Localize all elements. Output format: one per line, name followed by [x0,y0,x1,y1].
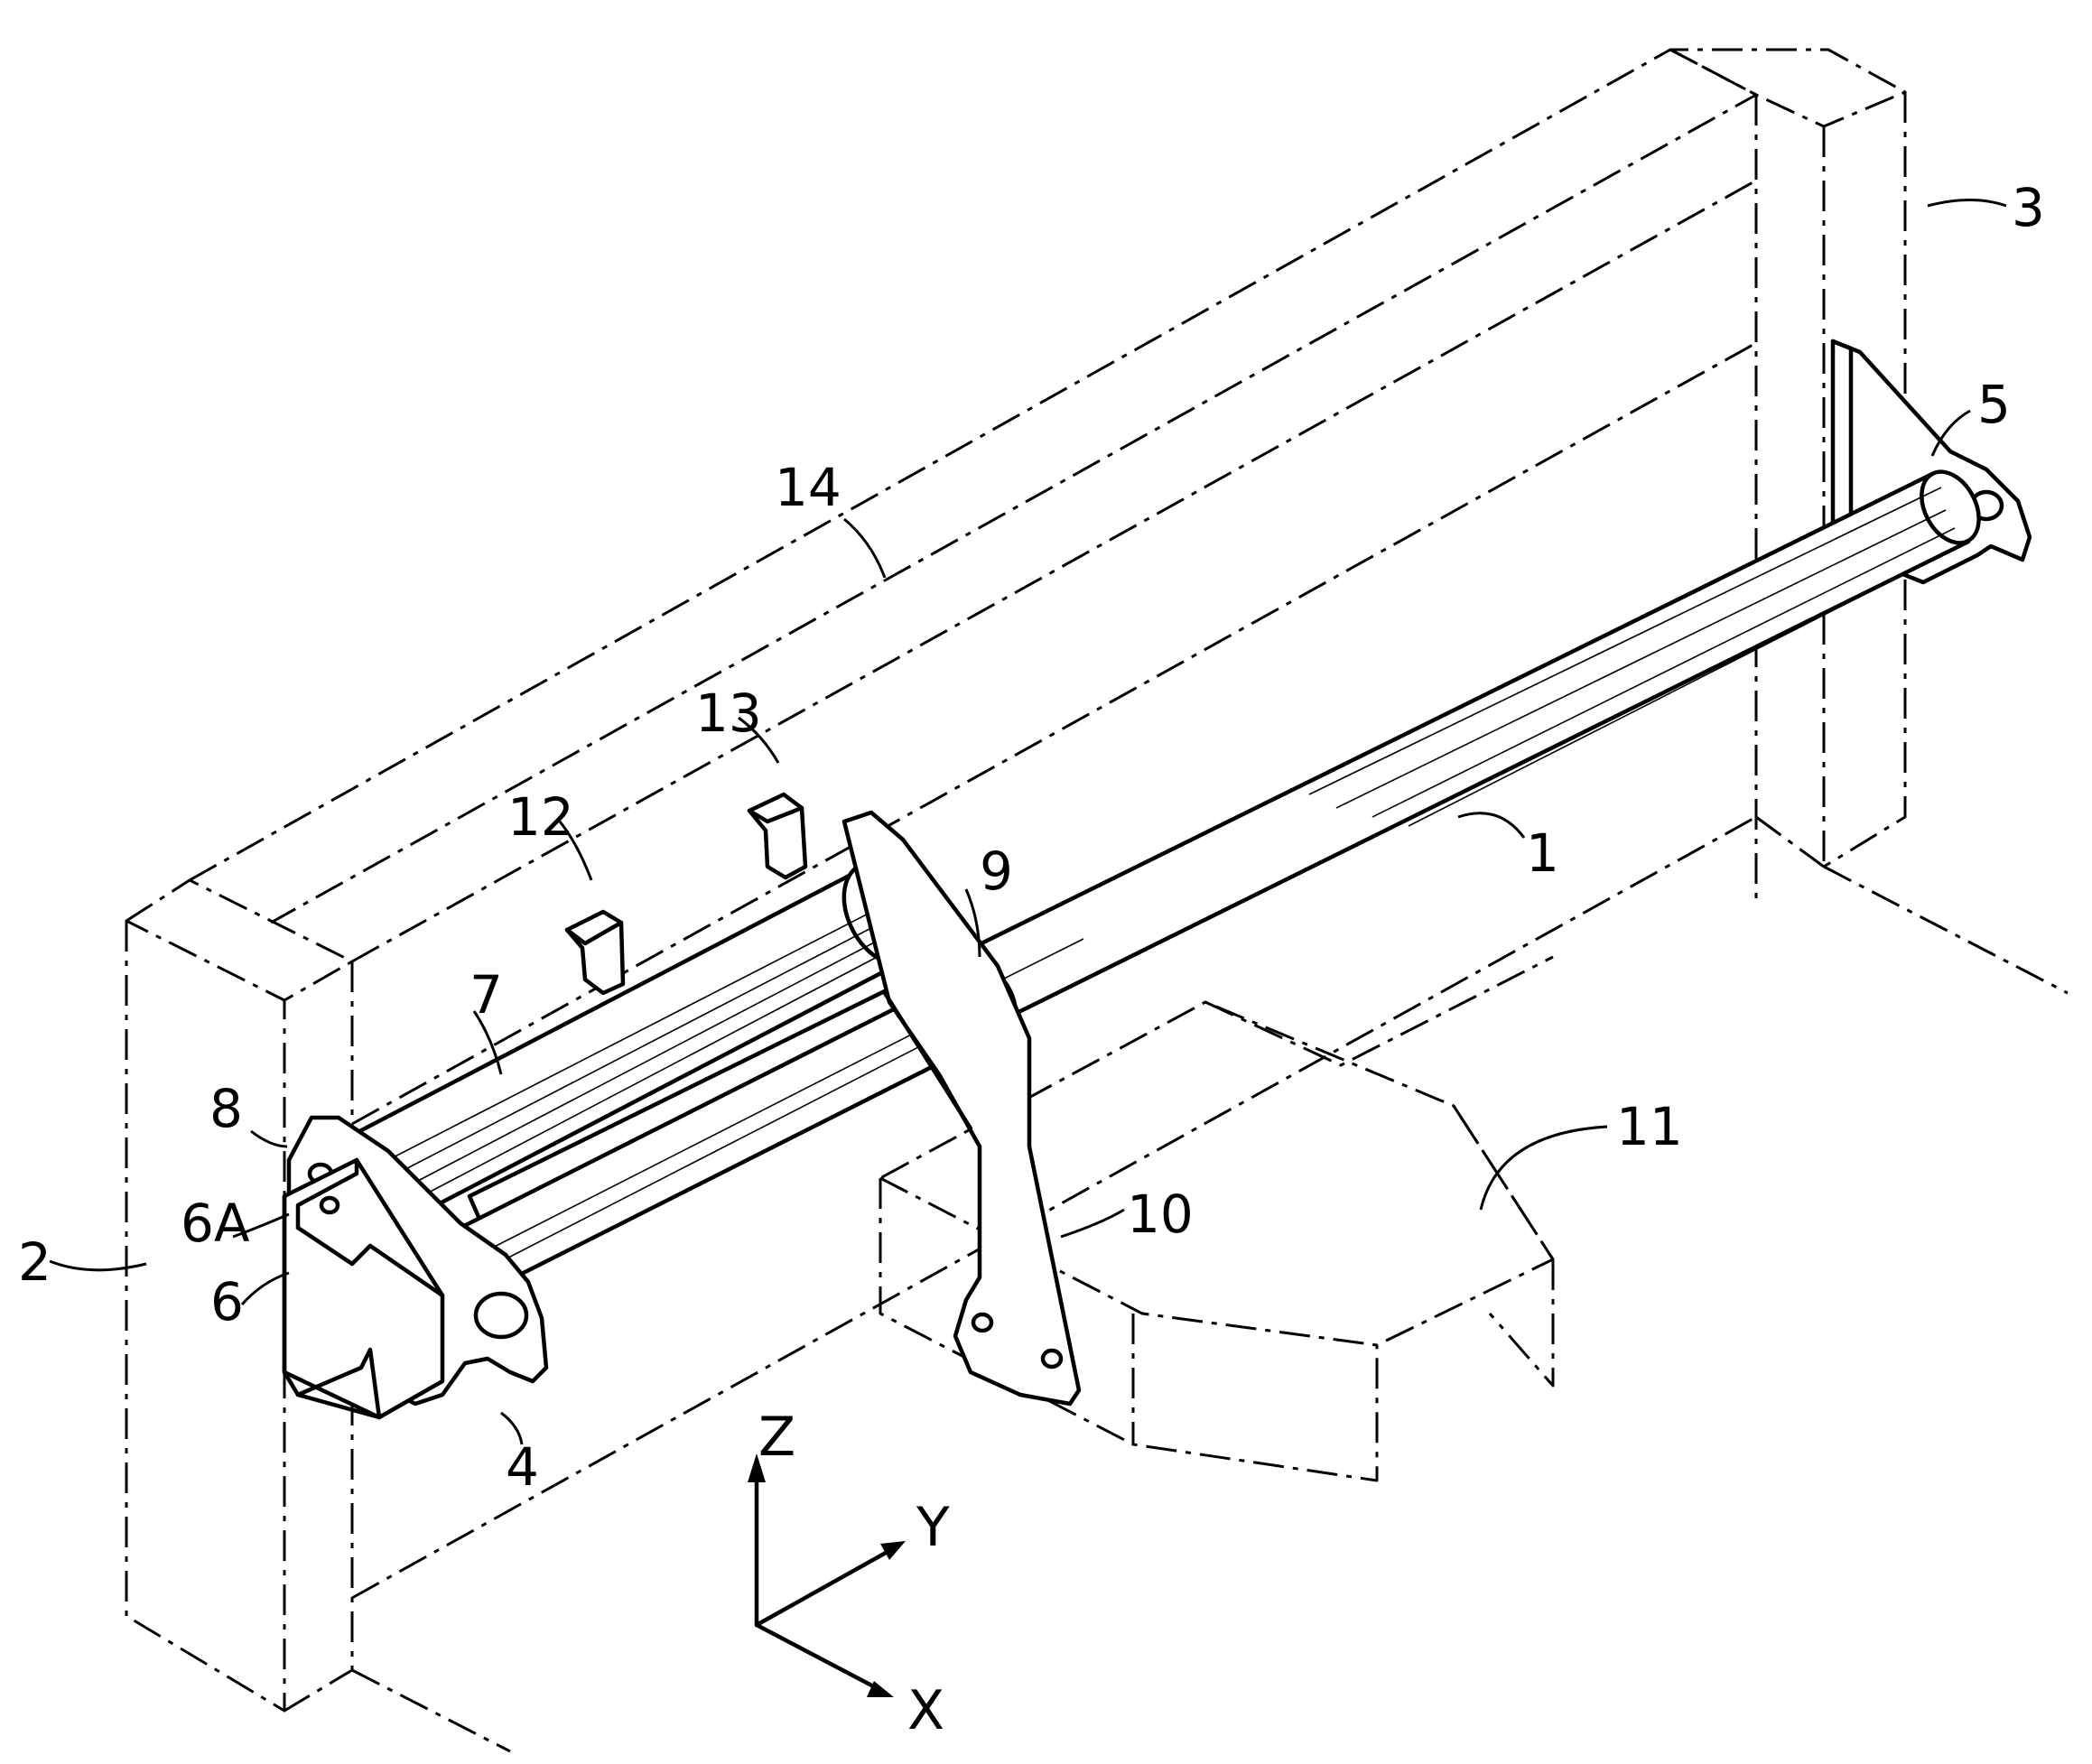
label-9: 9 [980,840,1013,902]
coordinate-axes [748,1453,906,1697]
label-10: 10 [1127,1184,1194,1245]
label-6a: 6A [181,1193,250,1254]
label-4: 4 [506,1436,539,1498]
clip-12 [567,912,623,993]
label-6: 6 [210,1271,244,1332]
label-13: 13 [695,682,762,744]
label-5: 5 [1977,374,2011,435]
axis-label-x: X [907,1679,944,1742]
label-12: 12 [507,786,574,848]
clip-13 [749,794,805,877]
axis-label-y: Y [916,1496,950,1559]
axis-label-z: Z [758,1406,795,1469]
vertical-support [844,812,1079,1404]
label-2: 2 [18,1231,51,1293]
mechanical-parts [284,341,2030,1697]
label-14: 14 [775,457,841,518]
label-8: 8 [209,1078,243,1139]
label-7: 7 [470,964,503,1026]
label-3: 3 [2012,177,2045,238]
label-1: 1 [1526,822,1559,884]
label-11: 11 [1616,1096,1683,1157]
